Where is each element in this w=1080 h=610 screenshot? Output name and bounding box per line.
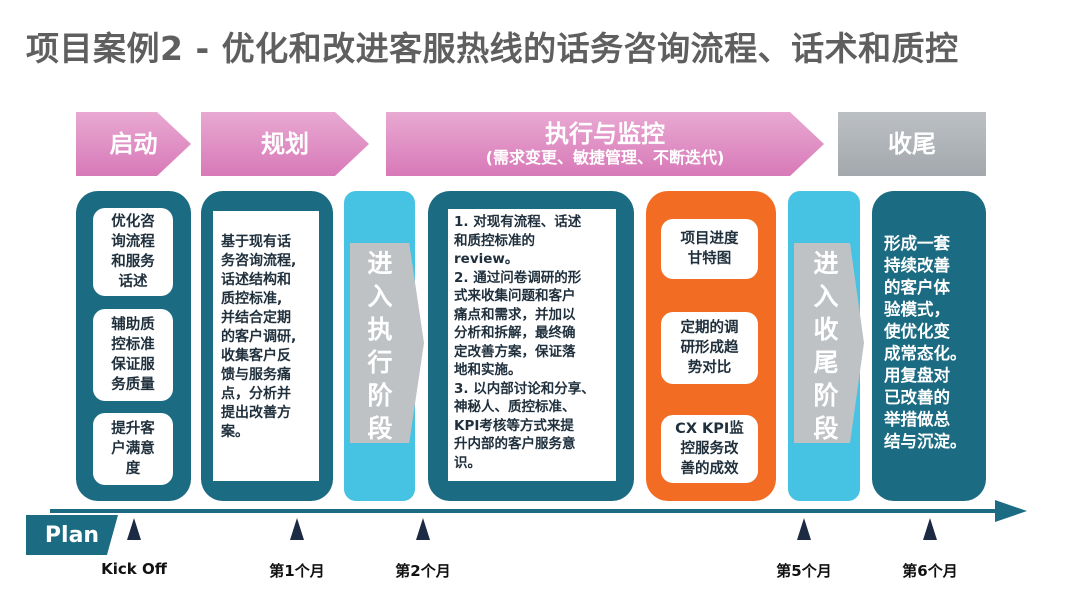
monitor-card-1: 项目进度 甘特图: [661, 219, 758, 279]
tick-label-month6: 第6个月: [902, 562, 958, 580]
plan-text: 基于现有话 务咨询流程, 话述结构和 质控标准, 并结合定期 的客户调研, 收集…: [213, 211, 319, 481]
enter-close-panel: 进 入 收 尾 阶 段: [788, 191, 864, 501]
monitor-card-2: 定期的调 研形成趋 势对比: [661, 312, 758, 384]
tick-marker-month1: [290, 518, 304, 540]
phase-start-label: 启动: [109, 130, 158, 158]
tick-marker-month2: [416, 518, 430, 540]
monitor-panel: 项目进度 甘特图 定期的调 研形成趋 势对比 CX KPI监 控服务改 善的成效: [646, 191, 776, 501]
plan-panel: 基于现有话 务咨询流程, 话述结构和 质控标准, 并结合定期 的客户调研, 收集…: [201, 191, 333, 501]
exec-text: 1. 对现有流程、话述 和质控标准的 review。 2. 通过问卷调研的形 式…: [448, 209, 616, 481]
enter-close-arrow: [794, 243, 864, 443]
close-panel: 形成一套 持续改善 的客户体 验模式， 使优化变 成常态化。 用复盘对 已改善的…: [872, 191, 986, 501]
phase-execute: 执行与监控 (需求变更、敏捷管理、不断迭代): [386, 112, 824, 176]
phase-plan: 规划: [201, 112, 369, 176]
phase-execute-label: 执行与监控: [545, 120, 665, 148]
phase-close-label: 收尾: [888, 130, 936, 158]
timeline-arrowhead: [995, 500, 1027, 522]
phase-plan-label: 规划: [261, 130, 309, 158]
tick-label-month2: 第2个月: [395, 562, 451, 580]
exec-panel: 1. 对现有流程、话述 和质控标准的 review。 2. 通过问卷调研的形 式…: [428, 191, 634, 501]
phase-close: 收尾: [838, 112, 986, 176]
tick-label-kickoff: Kick Off: [101, 560, 167, 578]
tick-marker-month5: [797, 518, 811, 540]
page-title: 项目案例2 - 优化和改进客服热线的话务咨询流程、话术和质控: [26, 29, 959, 68]
phase-execute-sub: (需求变更、敏捷管理、不断迭代): [485, 148, 725, 167]
start-card-1: 优化咨 询流程 和服务 话述: [93, 208, 173, 296]
timeline-line: [50, 509, 1000, 513]
monitor-card-3: CX KPI监 控服务改 善的成效: [661, 415, 758, 483]
start-panel: 优化咨 询流程 和服务 话述 辅助质 控标准 保证服 务质量 提升客 户满意 度: [76, 191, 191, 501]
close-text: 形成一套 持续改善 的客户体 验模式， 使优化变 成常态化。 用复盘对 已改善的…: [884, 234, 967, 451]
tick-marker-kickoff: [127, 518, 141, 540]
tick-label-month1: 第1个月: [269, 562, 325, 580]
enter-close-label: 进 入 收 尾 阶 段: [813, 249, 839, 443]
tick-label-month5: 第5个月: [776, 562, 832, 580]
phase-start: 启动: [76, 112, 191, 176]
enter-exec-label: 进 入 执 行 阶 段: [367, 249, 393, 443]
start-card-3: 提升客 户满意 度: [93, 413, 173, 485]
tick-marker-month6: [923, 518, 937, 540]
enter-exec-arrow: [350, 243, 424, 443]
enter-exec-panel: 进 入 执 行 阶 段: [344, 191, 424, 501]
start-card-2: 辅助质 控标准 保证服 务质量: [93, 309, 173, 401]
plan-tag: Plan: [26, 515, 118, 555]
